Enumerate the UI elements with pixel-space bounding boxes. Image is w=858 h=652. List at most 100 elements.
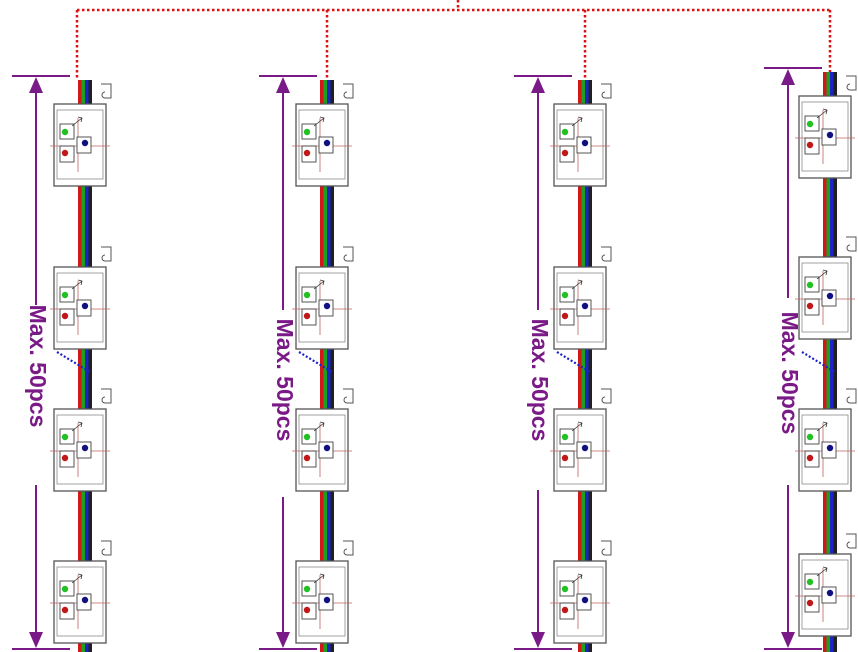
orientation-arrow-icon (571, 279, 583, 290)
green-led (561, 128, 569, 136)
max-count-label: Max. 50pcs (25, 305, 51, 428)
mounting-tab (343, 246, 354, 262)
module-lens (801, 101, 849, 172)
led-module (795, 533, 857, 637)
led-strings: Max. 50pcs Max. 50pcs Max. 50pcs Max. 50pcs (12, 67, 857, 652)
led-module (795, 75, 857, 179)
max-count-label: Max. 50pcs (777, 312, 803, 435)
mounting-tab (101, 246, 112, 262)
green-led (806, 120, 814, 128)
red-led (561, 149, 569, 157)
string-1: Max. 50pcs (12, 75, 112, 652)
red-led (303, 149, 311, 157)
led-module (795, 388, 857, 492)
chip-pad (301, 123, 317, 140)
module-lens (556, 566, 604, 637)
green-led (806, 433, 814, 441)
green-led (61, 433, 69, 441)
chip-pad (559, 123, 575, 140)
mounting-tab (846, 388, 857, 404)
led-module (550, 388, 612, 492)
blue-led (323, 444, 331, 452)
dimension-line (514, 75, 572, 650)
orientation-arrow-icon (571, 573, 583, 584)
dimension-line (764, 67, 822, 650)
module-lens (801, 559, 849, 630)
module-lens (801, 414, 849, 485)
red-led (806, 599, 814, 607)
chip-pad (59, 580, 75, 597)
chip-pad (301, 428, 317, 445)
orientation-arrow-icon (816, 269, 828, 280)
chip-pad (804, 595, 820, 613)
chip-pad (59, 145, 75, 163)
mounting-tab (601, 246, 612, 262)
red-led (61, 312, 69, 320)
red-led (561, 454, 569, 462)
arrowhead-up-icon (781, 69, 795, 85)
led-module (795, 236, 857, 340)
blue-led (323, 302, 331, 310)
mounting-tab (846, 236, 857, 252)
wire (323, 80, 327, 652)
wire (327, 80, 331, 652)
red-led (806, 302, 814, 310)
string-2: Max. 50pcs (259, 75, 354, 652)
led-module (50, 388, 112, 492)
blue-led (81, 596, 89, 604)
green-led (303, 433, 311, 441)
blue-led (323, 596, 331, 604)
red-led (561, 312, 569, 320)
orientation-arrow-icon (313, 279, 325, 290)
green-led (61, 585, 69, 593)
module-lens (298, 566, 346, 637)
green-led (303, 585, 311, 593)
wire (578, 80, 582, 652)
ribbon-cable (320, 80, 334, 652)
green-led (303, 128, 311, 136)
chip-pad (301, 602, 317, 620)
wire (88, 80, 92, 652)
chip-pad (559, 145, 575, 163)
led-module (550, 540, 612, 644)
orientation-arrow-icon (71, 421, 83, 432)
arrowhead-up-icon (276, 77, 290, 93)
red-led (303, 606, 311, 614)
blue-led (826, 444, 834, 452)
orientation-arrow-icon (71, 116, 83, 127)
red-led (61, 149, 69, 157)
chip-pad (59, 450, 75, 468)
chip-pad (804, 115, 820, 132)
mounting-tab (846, 533, 857, 549)
continuation-mark (801, 351, 836, 373)
module-lens (56, 414, 104, 485)
string-3: Max. 50pcs (514, 75, 612, 652)
mounting-tab (101, 83, 112, 99)
continuation-mark (556, 351, 591, 373)
orientation-arrow-icon (313, 116, 325, 127)
blue-led (581, 596, 589, 604)
red-led (303, 312, 311, 320)
led-module (50, 83, 112, 187)
chip-pad (804, 573, 820, 590)
chip-pad (301, 145, 317, 163)
wire (78, 80, 82, 652)
blue-led (581, 139, 589, 147)
led-module (292, 83, 354, 187)
module-lens (56, 109, 104, 180)
max-count-label: Max. 50pcs (272, 319, 298, 442)
orientation-arrow-icon (571, 116, 583, 127)
green-led (561, 433, 569, 441)
continuation-mark (298, 351, 333, 373)
module-lens (556, 414, 604, 485)
chip-pad (559, 450, 575, 468)
chip-pad (804, 276, 820, 293)
red-led (806, 141, 814, 149)
red-led (806, 454, 814, 462)
wire (581, 80, 585, 652)
led-module (550, 246, 612, 350)
dimension-line (12, 75, 70, 650)
module-lens (298, 272, 346, 343)
chip-pad (59, 308, 75, 326)
chip-pad (804, 450, 820, 468)
